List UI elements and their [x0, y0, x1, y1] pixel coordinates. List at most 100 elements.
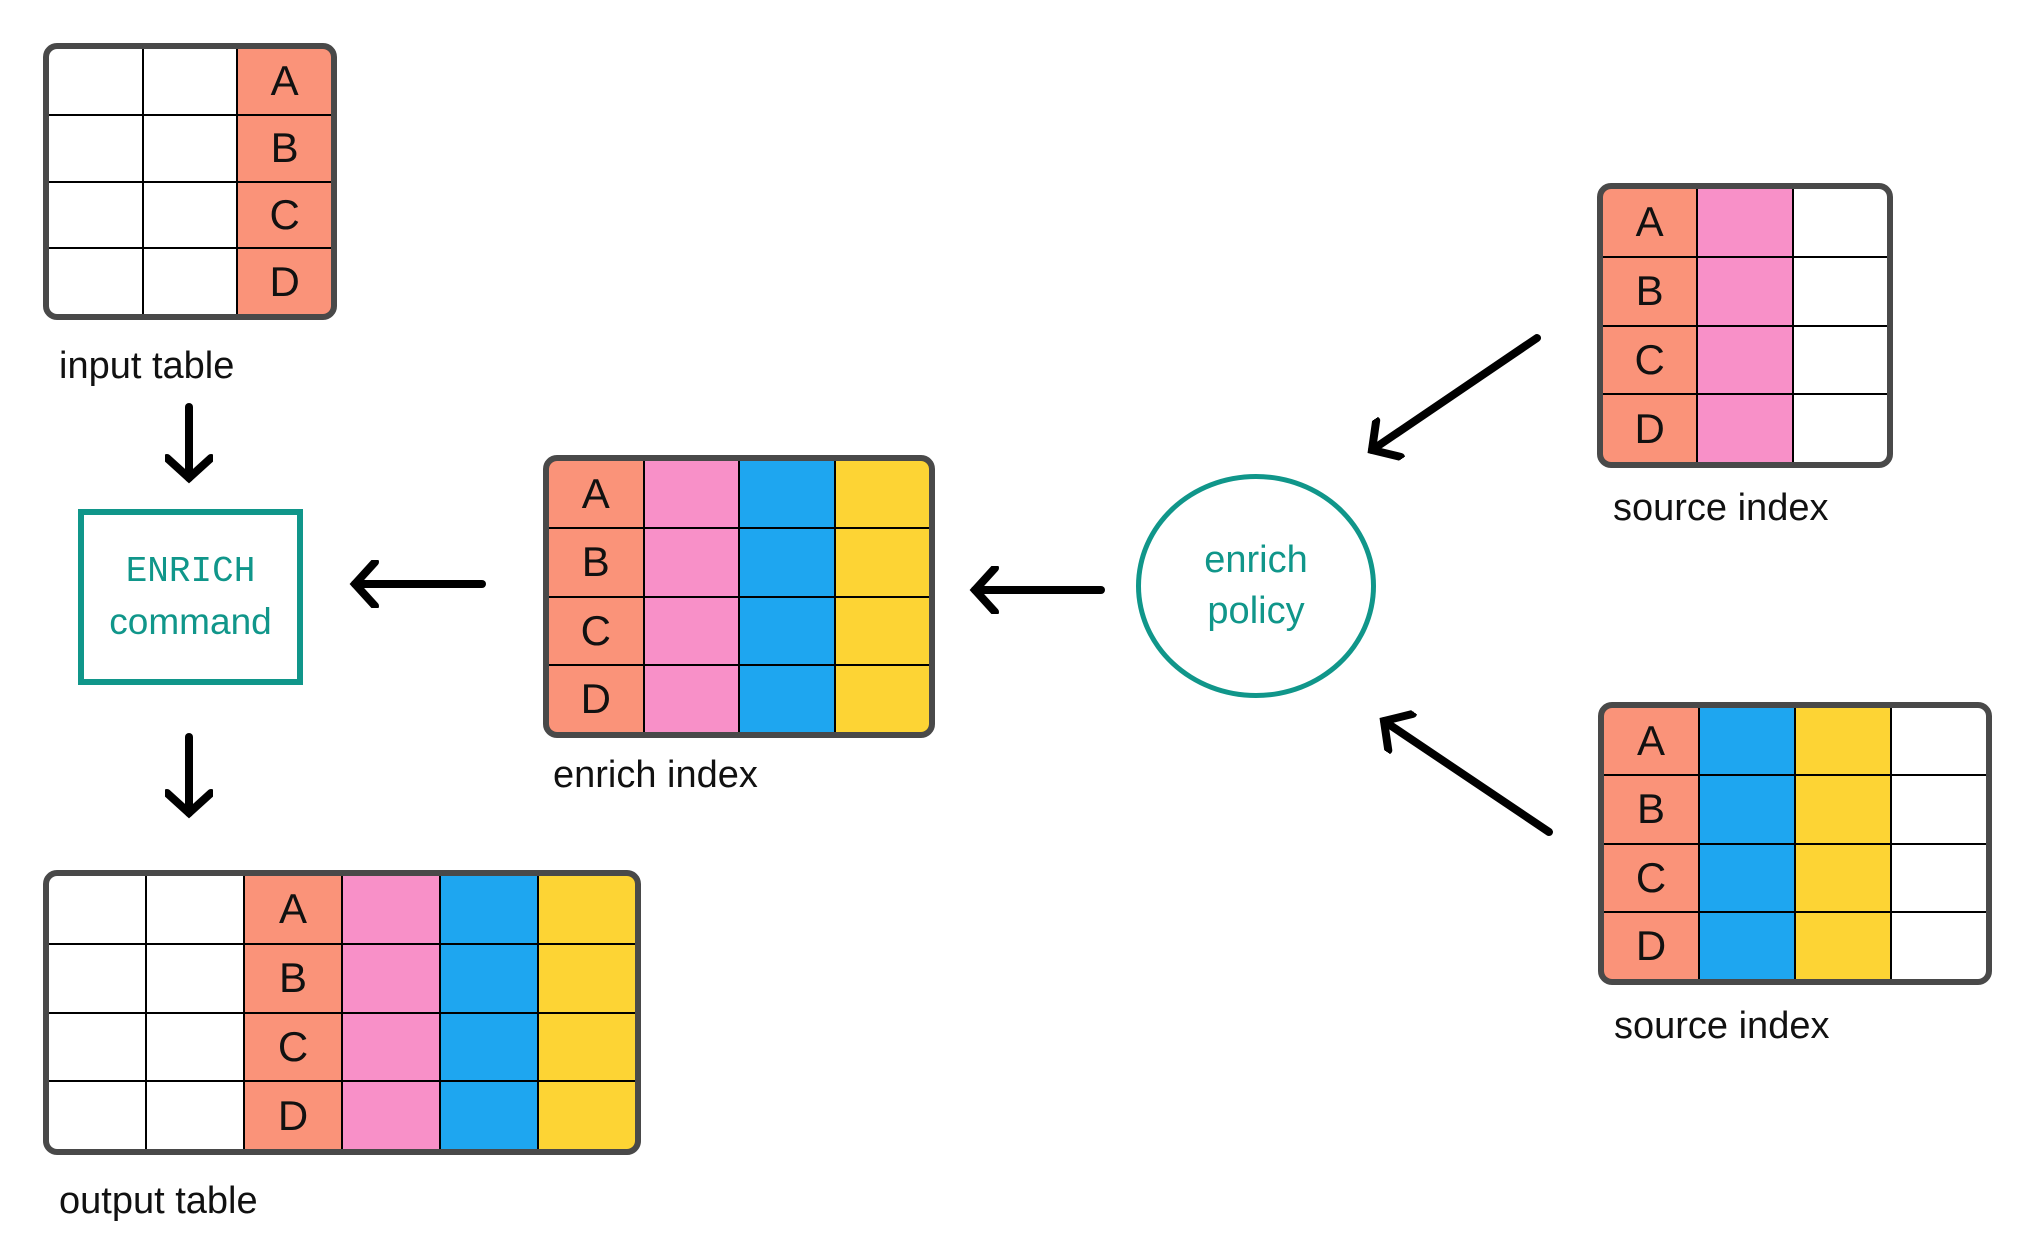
arrow-source-bottom-to-policy: [1384, 721, 1553, 836]
table-cell: [644, 461, 738, 528]
table-key-cell: C: [1603, 326, 1697, 394]
output-table-label: output table: [59, 1180, 258, 1222]
table-cell: [835, 597, 929, 664]
table-key-cell: C: [245, 1013, 341, 1081]
table-cell: [1796, 776, 1890, 843]
table-cell: [49, 1082, 145, 1149]
enrich-policy-circle: enrich policy: [1136, 474, 1376, 698]
table-key-cell: A: [1603, 189, 1697, 256]
table-cell: [49, 876, 145, 943]
table-cell: [1892, 776, 1986, 843]
table-cell: [1700, 708, 1794, 775]
table-cell: [539, 1013, 635, 1081]
enrich-command-line1: ENRICH: [125, 551, 256, 592]
table-cell: [343, 876, 439, 943]
table-cell: [539, 876, 635, 943]
table-cell: [1793, 189, 1887, 256]
table-cell: [147, 1082, 243, 1149]
table-key-cell: A: [245, 876, 341, 943]
table-key-cell: C: [549, 597, 643, 664]
table-cell: [147, 944, 243, 1012]
table-key-cell: D: [1604, 912, 1698, 979]
table-cell: [143, 115, 237, 181]
table-key-cell: B: [245, 944, 341, 1012]
table-cell: [1700, 912, 1794, 979]
table-cell: [644, 529, 738, 596]
table-cell: [539, 1082, 635, 1149]
table-cell: [1793, 395, 1887, 462]
table-cell: [1793, 257, 1887, 325]
table-cell: [49, 49, 142, 114]
table-cell: [1892, 708, 1986, 775]
input-table-label: input table: [59, 345, 235, 387]
table-cell: [343, 1013, 439, 1081]
table-cell: [1793, 326, 1887, 394]
table-cell: [1700, 844, 1794, 911]
table-cell: [441, 1013, 537, 1081]
table-key-cell: B: [549, 529, 643, 596]
table-cell: [1700, 776, 1794, 843]
table-cell: [740, 529, 834, 596]
enrich-policy-line1: enrich: [1204, 539, 1308, 581]
table-cell: [1698, 189, 1792, 256]
source-index-bottom-table-label: source index: [1614, 1005, 1830, 1047]
table-cell: [143, 249, 237, 314]
table-cell: [147, 876, 243, 943]
table-cell: [740, 597, 834, 664]
enrich-index-table-label: enrich index: [553, 754, 758, 796]
table-cell: [644, 665, 738, 732]
table-cell: [1698, 257, 1792, 325]
table-cell: [835, 665, 929, 732]
table-cell: [143, 182, 237, 248]
table-cell: [49, 1013, 145, 1081]
table-cell: [1892, 912, 1986, 979]
table-key-cell: B: [238, 115, 331, 181]
table-cell: [49, 944, 145, 1012]
table-cell: [1698, 326, 1792, 394]
table-key-cell: A: [549, 461, 643, 528]
table-key-cell: D: [1603, 395, 1697, 462]
table-cell: [343, 944, 439, 1012]
table-cell: [147, 1013, 243, 1081]
enrich-policy-line2: policy: [1207, 590, 1305, 632]
table-cell: [644, 597, 738, 664]
table-key-cell: A: [238, 49, 331, 114]
table-cell: [835, 529, 929, 596]
table-cell: [740, 461, 834, 528]
table-cell: [1892, 844, 1986, 911]
table-cell: [343, 1082, 439, 1149]
table-cell: [1796, 912, 1890, 979]
table-cell: [143, 49, 237, 114]
table-cell: [1796, 844, 1890, 911]
table-cell: [49, 115, 142, 181]
table-key-cell: A: [1604, 708, 1698, 775]
table-cell: [49, 182, 142, 248]
table-cell: [441, 1082, 537, 1149]
table-key-cell: C: [238, 182, 331, 248]
table-cell: [1796, 708, 1890, 775]
table-cell: [49, 249, 142, 314]
enrich-command-box: ENRICH command: [78, 509, 303, 685]
table-cell: [1698, 395, 1792, 462]
table-cell: [539, 944, 635, 1012]
table-key-cell: D: [238, 249, 331, 314]
table-key-cell: B: [1603, 257, 1697, 325]
arrow-source-top-to-policy: [1372, 334, 1541, 450]
table-key-cell: D: [549, 665, 643, 732]
table-cell: [441, 944, 537, 1012]
table-key-cell: D: [245, 1082, 341, 1149]
table-key-cell: B: [1604, 776, 1698, 843]
table-cell: [740, 665, 834, 732]
table-key-cell: C: [1604, 844, 1698, 911]
